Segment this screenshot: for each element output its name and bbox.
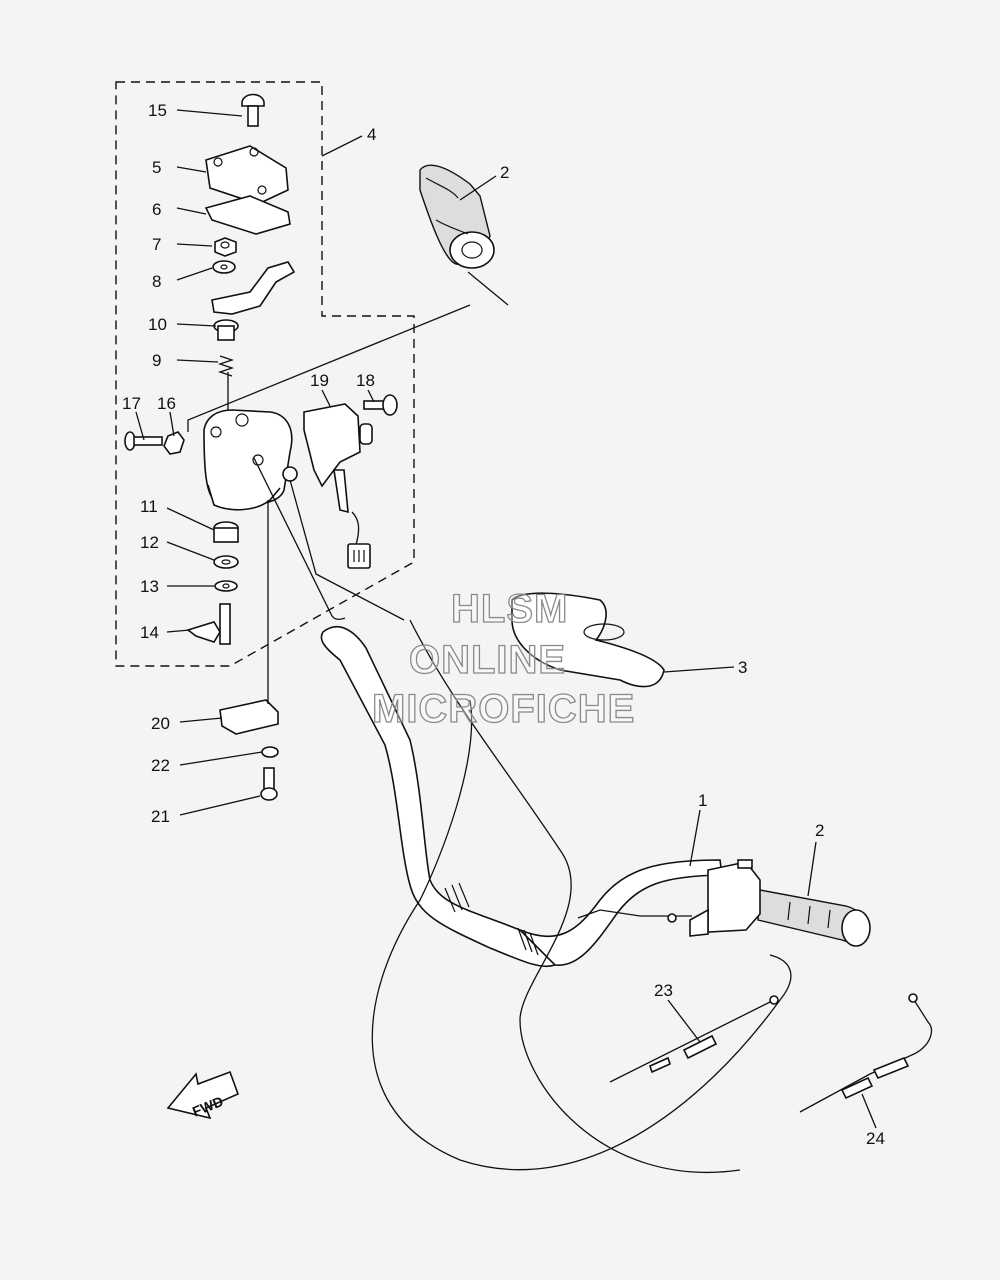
callout-12: 12 <box>140 533 159 552</box>
nut-16 <box>163 431 185 455</box>
callout-21: 21 <box>151 807 170 826</box>
lever-bracket <box>211 261 296 315</box>
throttle-cover-3 <box>511 592 665 688</box>
spring-9 <box>217 355 235 377</box>
fwd-arrow: FWD <box>166 1070 240 1120</box>
watermark-line-3: MICROFICHE <box>372 687 635 731</box>
grip-upper <box>419 164 495 269</box>
callout-3: 3 <box>738 658 747 677</box>
washer-22 <box>261 746 279 758</box>
bolt-21 <box>260 767 278 801</box>
callout-11: 11 <box>140 497 158 516</box>
callout-16: 16 <box>157 394 176 413</box>
callout-22: 22 <box>151 756 170 775</box>
callout-14: 14 <box>140 623 159 642</box>
callout-18: 18 <box>356 371 375 390</box>
screw-18 <box>363 394 398 416</box>
washer-13 <box>214 580 238 592</box>
callout-2-lower: 2 <box>815 821 824 840</box>
switch-assembly <box>303 403 373 569</box>
watermark-line-2: ONLINE <box>409 638 566 682</box>
callout-24: 24 <box>866 1129 885 1148</box>
collar-10 <box>213 319 239 341</box>
callout-8: 8 <box>152 272 161 291</box>
callout-23: 23 <box>654 981 673 1000</box>
callout-2-upper: 2 <box>500 163 509 182</box>
washer-8 <box>212 260 236 274</box>
cable-24 <box>799 993 933 1113</box>
gasket-6 <box>204 195 291 235</box>
handlebar <box>320 626 723 968</box>
grip-lower <box>757 889 871 947</box>
callout-leaders <box>135 109 877 1129</box>
watermark: HLSM ONLINE MICROFICHE <box>371 586 635 731</box>
cable-23 <box>609 995 779 1083</box>
callout-5: 5 <box>152 158 161 177</box>
nut-7 <box>214 237 237 257</box>
callout-13: 13 <box>140 577 159 596</box>
callout-10: 10 <box>148 315 167 334</box>
cover-5 <box>205 145 289 205</box>
throttle-housing <box>203 409 298 511</box>
callout-9: 9 <box>152 351 161 370</box>
throttle-cable-loop <box>371 699 792 1171</box>
callout-7: 7 <box>152 235 161 254</box>
shaft-14 <box>186 603 231 645</box>
screw-15 <box>241 93 265 127</box>
callout-15: 15 <box>148 101 167 120</box>
callout-1: 1 <box>698 791 707 810</box>
throttle-body-lower <box>577 859 761 937</box>
subassembly-boundary <box>115 81 415 667</box>
callout-17: 17 <box>122 394 141 413</box>
seal-11 <box>213 521 239 543</box>
washer-12 <box>213 555 239 569</box>
screw-17 <box>124 431 163 451</box>
clamp-20 <box>219 699 279 735</box>
callout-20: 20 <box>151 714 170 733</box>
watermark-line-1: HLSM <box>451 587 568 631</box>
callout-4: 4 <box>367 125 376 144</box>
callout-6: 6 <box>152 200 161 219</box>
callout-19: 19 <box>310 371 329 390</box>
